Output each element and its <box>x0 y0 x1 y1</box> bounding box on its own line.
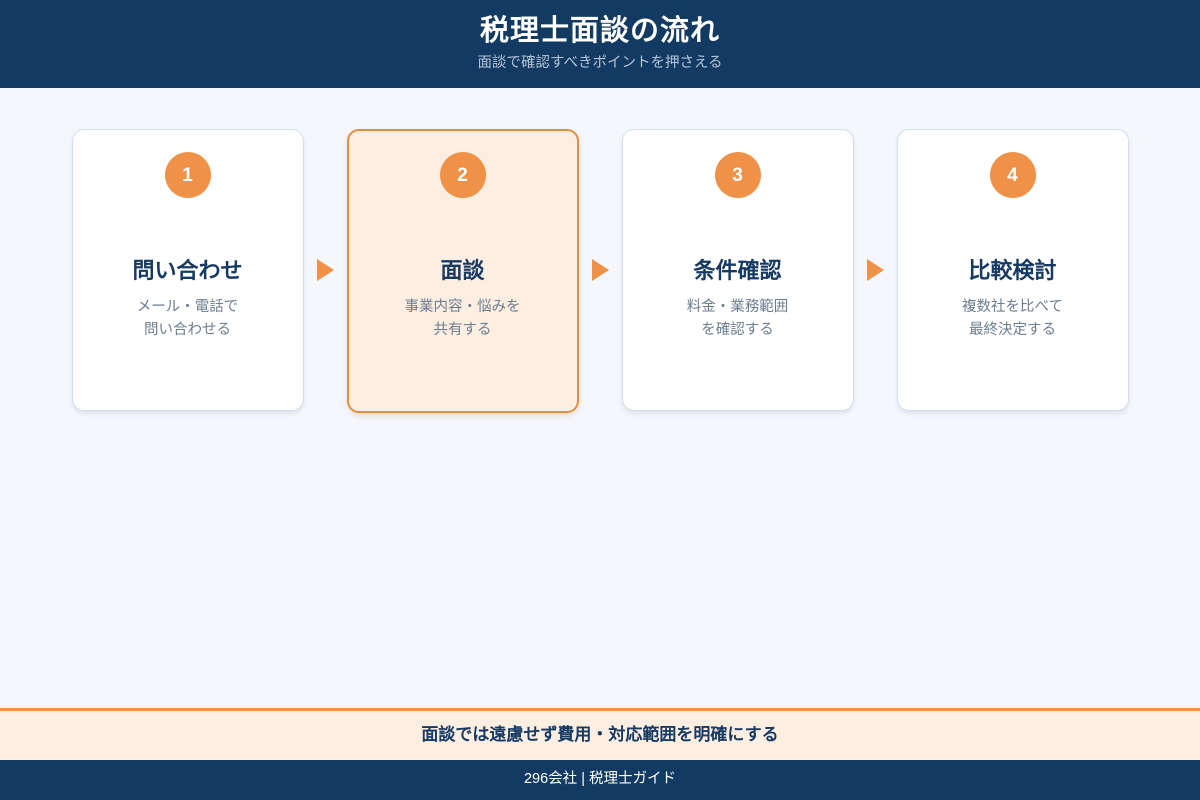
page-subtitle: 面談で確認すべきポイントを押さえる <box>477 54 723 71</box>
step-number-badge-3: 3 <box>714 152 761 198</box>
flow-steps-row: 1 問い合わせ メール・電話で 問い合わせる 2 面談 事業内容・悩みを 共有す… <box>71 129 1129 413</box>
bottom-bar: 296会社 | 税理士ガイド <box>0 760 1200 800</box>
flow-diagram-area: 1 問い合わせ メール・電話で 問い合わせる 2 面談 事業内容・悩みを 共有す… <box>0 88 1200 708</box>
step-title-2: 面談 <box>440 258 485 283</box>
step-description-1: メール・電話で 問い合わせる <box>136 299 239 338</box>
step-number-badge-1: 1 <box>164 152 211 198</box>
flow-arrow-2 <box>579 129 622 411</box>
triangle-right-icon <box>316 259 334 281</box>
flow-arrow-1 <box>304 129 347 411</box>
bottom-bar-text: 296会社 | 税理士ガイド <box>523 771 676 788</box>
triangle-right-icon <box>866 259 884 281</box>
step-number-badge-4: 4 <box>989 152 1036 198</box>
page-title: 税理士面談の流れ <box>479 15 720 48</box>
flow-arrow-3 <box>854 129 897 411</box>
step-title-4: 比較検討 <box>968 258 1057 283</box>
footer-highlight-banner: 面談では遠慮せず費用・対応範囲を明確にする <box>0 708 1200 760</box>
flow-step-card-1[interactable]: 1 問い合わせ メール・電話で 問い合わせる <box>71 129 304 411</box>
page-header: 税理士面談の流れ 面談で確認すべきポイントを押さえる <box>0 0 1200 88</box>
flow-step-card-4[interactable]: 4 比較検討 複数社を比べて 最終決定する <box>896 129 1129 411</box>
step-title-3: 条件確認 <box>693 258 782 283</box>
step-description-3: 料金・業務範囲 を確認する <box>686 299 789 338</box>
step-title-1: 問い合わせ <box>132 258 243 283</box>
flow-step-card-3[interactable]: 3 条件確認 料金・業務範囲 を確認する <box>621 129 854 411</box>
step-number-badge-2: 2 <box>439 152 486 198</box>
step-description-2: 事業内容・悩みを 共有する <box>404 299 521 338</box>
step-description-4: 複数社を比べて 最終決定する <box>962 299 1063 338</box>
triangle-right-icon <box>591 259 609 281</box>
footer-banner-text: 面談では遠慮せず費用・対応範囲を明確にする <box>421 725 779 745</box>
flow-step-card-2[interactable]: 2 面談 事業内容・悩みを 共有する <box>346 129 579 413</box>
